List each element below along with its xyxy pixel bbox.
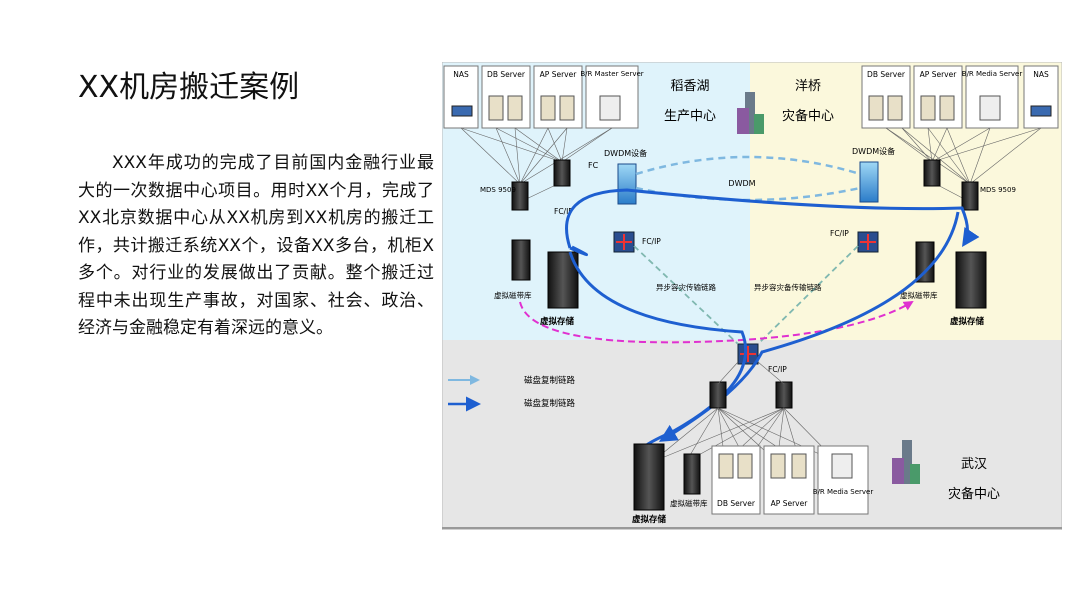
left-fcip-router-icon (613, 231, 635, 253)
bottom-server-row: DB Server AP Server B/R Media Server (711, 445, 874, 515)
bottom-router-fcip-label: FC/IP (768, 365, 787, 374)
async-transport-links (633, 245, 859, 345)
legend: 磁盘复制链路 磁盘复制链路 (448, 375, 576, 412)
right-fc-switch-icon (923, 159, 941, 187)
right-dwdm-device-icon (859, 161, 879, 203)
bottom-virtual-storage-icon (633, 443, 665, 511)
bottom-virtual-tape-icon (683, 453, 701, 495)
bottom-switch-right-icon (775, 381, 793, 409)
right-mds-label: MDS 9509 (980, 186, 1016, 194)
right-virtual-storage-icon (955, 251, 987, 309)
right-router-fcip-label: FC/IP (830, 229, 849, 238)
dwdm-link-label: DWDM (728, 179, 755, 188)
right-server-row: DB Server AP Server B/R Media Server NAS (861, 65, 1059, 129)
legend-light-link-label: 磁盘复制链路 (524, 375, 576, 386)
right-vstorage-label: 虚拟存储 (950, 316, 985, 327)
left-mds-label: MDS 9509 (480, 186, 516, 194)
bottom-ap-server-label: AP Server (771, 499, 809, 508)
tape-replication-link (519, 300, 914, 344)
right-br-media-label: B/R Media Server (962, 70, 1023, 78)
bottom-site-name-line2: 灾备中心 (948, 486, 1000, 502)
bottom-vstorage-label: 虚拟存储 (632, 514, 667, 525)
case-description-text: XXX年成功的完成了目前国内金融行业最大的一次数据中心项目。用时XX个月，完成了… (78, 153, 434, 338)
left-site-name-line1: 稻香湖 (670, 79, 709, 94)
bottom-vtape-label: 虚拟磁带库 (670, 498, 708, 508)
left-fcip-label: FC/IP (554, 207, 573, 216)
right-mds-switch-icon (961, 181, 979, 211)
left-br-master-label: B/R Master Server (580, 70, 643, 78)
left-dwdm-device-icon (617, 163, 637, 205)
left-nas-label: NAS (453, 70, 469, 79)
bottom-site-name-line1: 武汉 (961, 457, 987, 472)
left-mds-switch-icon (511, 181, 529, 211)
fc-label: FC (588, 161, 599, 170)
bottom-fcip-router-icon (737, 343, 759, 365)
left-dwdm-label: DWDM设备 (604, 148, 647, 158)
bottom-br-media-label: B/R Media Server (813, 488, 874, 496)
right-async-link-label: 异步容灾备传输链路 (754, 282, 822, 292)
left-vtape-label: 虚拟磁带库 (494, 290, 532, 300)
left-ap-server-label: AP Server (540, 70, 578, 79)
left-vstorage-label: 虚拟存储 (540, 316, 575, 327)
right-site-name-line1: 洋桥 (795, 79, 821, 94)
left-db-server-label: DB Server (487, 70, 526, 79)
legend-dark-link-label: 磁盘复制链路 (524, 398, 576, 409)
left-async-link-label: 异步容灾传输链路 (656, 282, 716, 292)
right-site-name-line2: 灾备中心 (782, 108, 834, 124)
right-db-server-label: DB Server (867, 70, 906, 79)
network-topology-diagram: NAS DB Server AP Server B/R Master Serve… (442, 62, 1062, 530)
case-description: XXX年成功的完成了目前国内金融行业最大的一次数据中心项目。用时XX个月，完成了… (78, 150, 434, 343)
left-virtual-tape-icon (511, 239, 531, 281)
bottom-switch-left-icon (709, 381, 727, 409)
left-router-fcip-label: FC/IP (642, 237, 661, 246)
left-fc-switch-icon (553, 159, 571, 187)
building-icon (737, 92, 764, 134)
right-nas-label: NAS (1033, 70, 1049, 79)
left-site-name-line2: 生产中心 (664, 109, 716, 124)
bottom-db-server-label: DB Server (717, 499, 756, 508)
bottom-building-icon (892, 440, 920, 484)
left-server-row: NAS DB Server AP Server B/R Master Serve… (443, 65, 644, 129)
right-vtape-label: 虚拟磁带库 (900, 290, 938, 300)
page-title: XX机房搬迁案例 (78, 70, 300, 105)
right-fcip-router-icon (857, 231, 879, 253)
right-ap-server-label: AP Server (920, 70, 958, 79)
right-dwdm-label: DWDM设备 (852, 146, 895, 156)
